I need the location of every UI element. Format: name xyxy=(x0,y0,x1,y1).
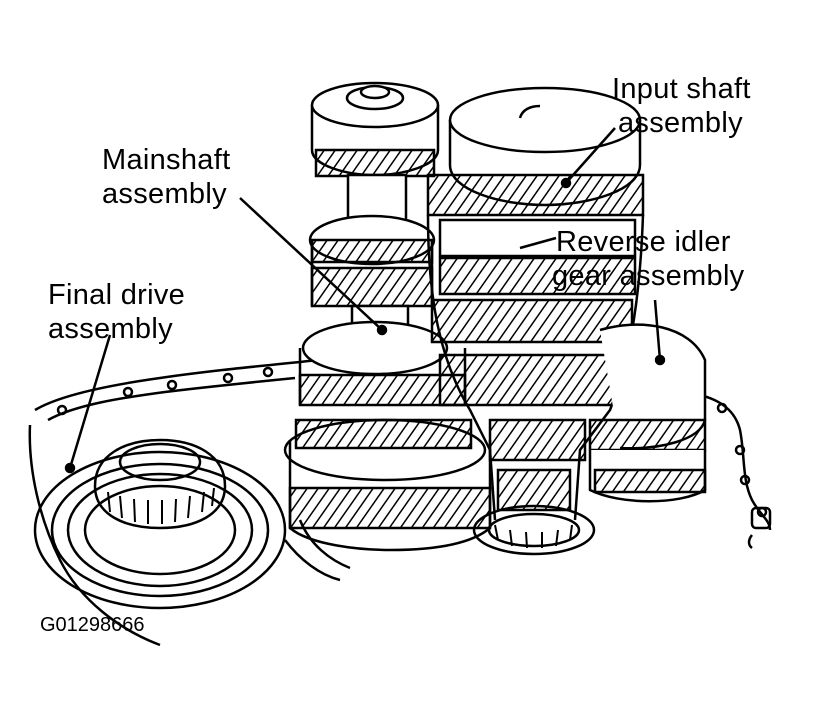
mainshaft-assembly-drawing xyxy=(283,81,492,552)
input-shaft-assembly-label: Input shaft assembly xyxy=(612,72,751,140)
reverse-idler-gear-assembly-label: Reverse idler gear assembly xyxy=(552,225,745,293)
reverse-idler-gear-assembly-drawing xyxy=(588,323,707,503)
final-drive-assembly-label: Final drive assembly xyxy=(48,278,185,346)
mainshaft-label-line-1: Mainshaft xyxy=(102,144,231,176)
reverse-idler-label-line-1: Reverse idler xyxy=(556,226,731,258)
input-shaft-assembly-drawing xyxy=(426,86,645,556)
leader-lines xyxy=(64,127,666,474)
mainshaft-label-line-2: assembly xyxy=(102,178,227,210)
case-housing xyxy=(28,358,772,647)
input-shaft-label-line-2: assembly xyxy=(618,107,743,139)
final-drive-label-line-1: Final drive xyxy=(48,279,186,311)
final-drive-assembly-drawing xyxy=(33,438,351,610)
mainshaft-assembly-label: Mainshaft assembly xyxy=(102,143,230,211)
input-shaft-label-line-1: Input shaft xyxy=(612,73,751,105)
figure-id: G01298666 xyxy=(40,614,145,636)
final-drive-label-line-2: assembly xyxy=(48,313,173,345)
reverse-idler-label-line-2: gear assembly xyxy=(552,260,745,292)
